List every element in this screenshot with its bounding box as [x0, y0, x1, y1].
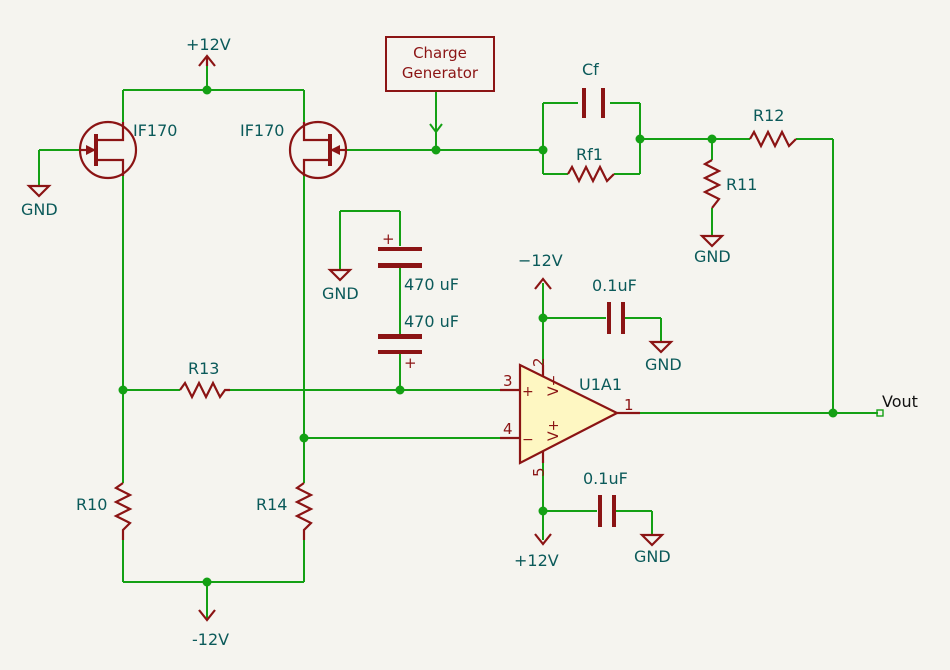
opamp-pin4: 4 [503, 420, 513, 438]
gnd-label: GND [322, 284, 359, 303]
capacitor-470uf-bottom: + 470 uF [378, 312, 459, 372]
opamp-pin2: 2 [530, 357, 548, 367]
opamp-in-plus: + [522, 384, 534, 400]
resistor-r11: R11 [702, 159, 757, 209]
opamp-pin3: 3 [503, 372, 513, 390]
vout-label: Vout [882, 392, 918, 411]
gnd-label: GND [645, 355, 682, 374]
jfet-right: IF170 [240, 120, 348, 180]
cap-bottom-plus: + [404, 354, 417, 372]
gnd-symbol-bypass-top: GND [645, 340, 682, 374]
capacitor-bypass-bottom: 0.1uF [583, 469, 628, 527]
opamp-vminus-label: −12V [518, 251, 563, 270]
power-plus12v-top: +12V [186, 35, 231, 67]
cap-top-plus: + [382, 230, 395, 248]
rf1-label: Rf1 [576, 145, 603, 164]
gnd-label: GND [21, 200, 58, 219]
jfet-left-label: IF170 [133, 121, 177, 140]
r13-label: R13 [188, 359, 219, 378]
power-opamp-bottom: +12V [514, 533, 559, 570]
cap-top-label: 470 uF [404, 275, 459, 294]
charge-generator-box: Charge Generator [385, 36, 495, 134]
gnd-symbol-r11: GND [694, 234, 731, 266]
vminus-bottom-label: -12V [192, 630, 229, 649]
opamp-vplus-label: +12V [514, 551, 559, 570]
r11-label: R11 [726, 175, 757, 194]
opamp-pin5: 5 [530, 467, 548, 477]
opamp-pin1: 1 [624, 396, 634, 414]
gnd-label: GND [694, 247, 731, 266]
resistor-r13: R13 [179, 359, 230, 400]
capacitor-470uf-top: + 470 uF [378, 230, 459, 294]
resistor-r12: R12 [749, 106, 797, 149]
opamp-ref-label: U1A1 [579, 375, 622, 394]
gnd-symbol-bypass-bottom: GND [634, 533, 671, 566]
r12-label: R12 [753, 106, 784, 125]
jfet-left: IF170 [78, 120, 177, 180]
gnd-symbol-cap: GND [322, 268, 359, 303]
gnd-symbol-left: GND [21, 184, 58, 219]
opamp-vplus-pin-label: V+ [546, 420, 562, 441]
r14-label: R14 [256, 495, 287, 514]
opamp-vminus-pin-label: V− [546, 375, 562, 396]
output-port: Vout [876, 392, 918, 417]
opamp-in-minus: − [522, 432, 534, 448]
cap-bottom-label: 470 uF [404, 312, 459, 331]
cf-label: Cf [582, 60, 599, 79]
wires [38, 60, 878, 618]
capacitor-bypass-top: 0.1uF [592, 276, 637, 334]
bypass-top-label: 0.1uF [592, 276, 637, 295]
capacitor-cf: Cf [582, 60, 605, 118]
vplus-top-label: +12V [186, 35, 231, 54]
resistor-r14: R14 [256, 482, 314, 540]
resistor-rf1: Rf1 [567, 145, 615, 184]
jfet-right-label: IF170 [240, 121, 284, 140]
junction-dots [118, 85, 838, 587]
charge-generator-line2: Generator [402, 64, 479, 82]
gnd-label: GND [634, 547, 671, 566]
resistor-r10: R10 [76, 482, 133, 540]
r10-label: R10 [76, 495, 107, 514]
power-opamp-top: −12V [518, 251, 563, 290]
bypass-bottom-label: 0.1uF [583, 469, 628, 488]
charge-generator-line1: Charge [413, 44, 467, 62]
opamp-u1a1: 3 4 1 2 5 + − V− V+ U1A1 [500, 357, 640, 477]
power-minus12v-bottom: -12V [192, 609, 229, 649]
